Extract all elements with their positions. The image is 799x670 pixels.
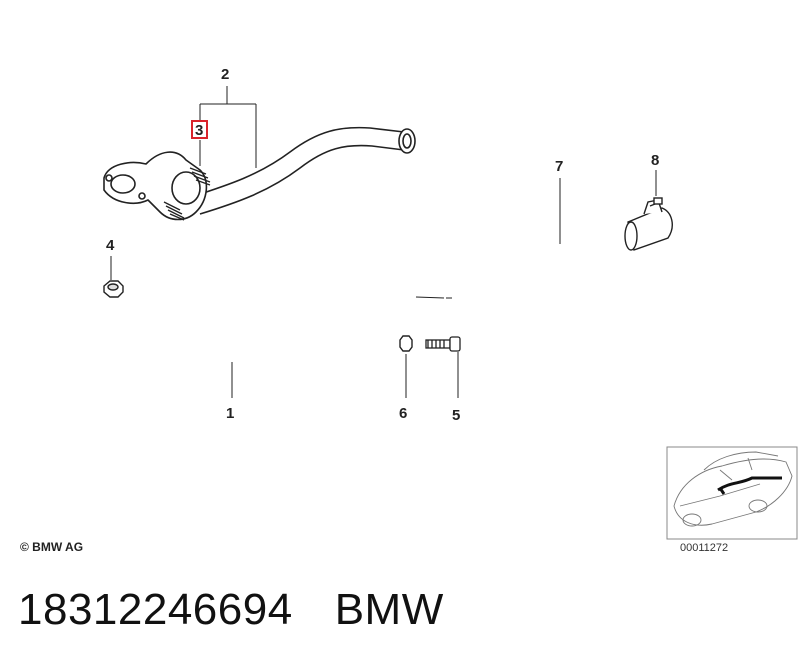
clamp-part-8	[624, 197, 673, 251]
copyright-text: © BMW AG	[20, 540, 84, 554]
callout-3: 3	[195, 122, 203, 139]
callout-5: 5	[452, 407, 460, 424]
exhaust-pipe-illustration	[103, 126, 416, 221]
part-number: 18312246694	[18, 585, 293, 634]
callout-labels: 1 2 3 4 5 6 7 8	[106, 66, 659, 424]
callout-6: 6	[399, 405, 407, 422]
bolt-part-5	[425, 336, 461, 352]
car-location-thumbnail	[666, 446, 798, 540]
callout-4: 4	[106, 237, 115, 254]
callout-3-highlight-box	[191, 120, 208, 139]
callout-7: 7	[555, 158, 563, 175]
diagram-id: 00011272	[680, 542, 729, 554]
callout-8: 8	[651, 152, 659, 169]
callout-1: 1	[226, 405, 234, 422]
leader-lines	[110, 86, 657, 398]
brand-name: BMW	[334, 585, 444, 634]
nut-part-4	[103, 280, 124, 298]
footer-caption: 18312246694 BMW	[18, 585, 444, 635]
callout-2: 2	[221, 66, 229, 83]
nut-part-6	[399, 335, 413, 352]
